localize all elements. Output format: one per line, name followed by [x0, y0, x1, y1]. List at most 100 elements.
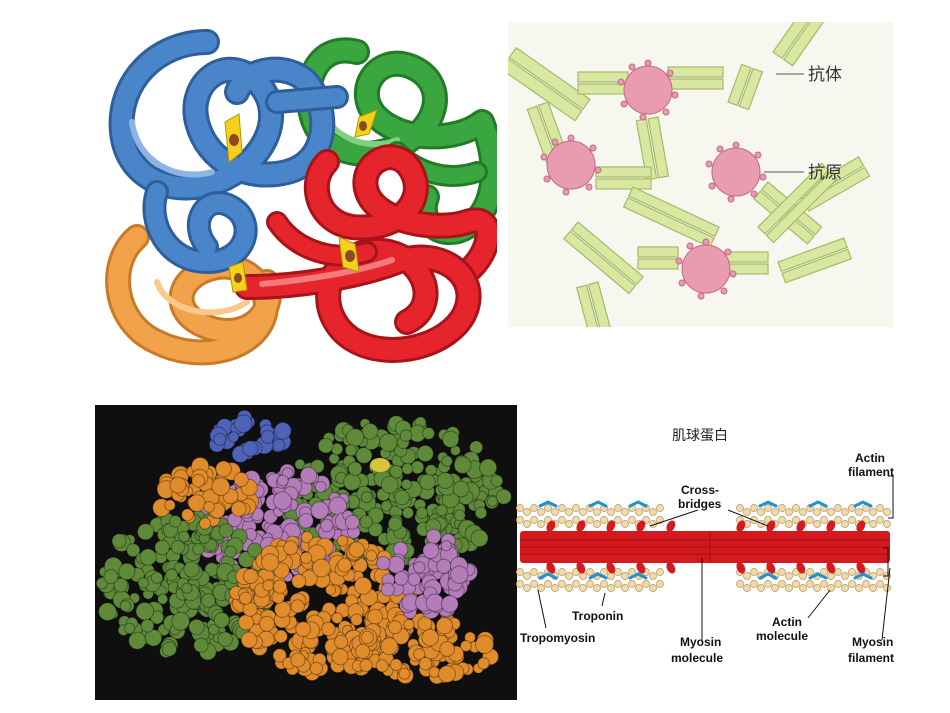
actin-bead — [586, 516, 594, 524]
myoglobin-atom — [425, 593, 444, 612]
myoglobin-atom — [300, 551, 313, 564]
myoglobin-atom — [350, 613, 363, 627]
myoglobin-atom — [165, 568, 179, 582]
myoglobin-atom — [111, 533, 127, 549]
myosin-filament-label-line1: Myosin — [852, 635, 893, 649]
myoglobin-atom — [242, 440, 259, 457]
cross-bridges-label-line2: bridges — [678, 497, 722, 511]
myoglobin-atom — [238, 614, 255, 631]
myoglobin-atom — [359, 658, 373, 672]
myoglobin-atom — [247, 542, 263, 558]
myoglobin-atom — [188, 618, 205, 636]
myoglobin-atom — [453, 456, 472, 474]
myoglobin-atom — [403, 618, 415, 631]
actin-bead — [537, 584, 545, 592]
actin-molecule-label-line2: molecule — [756, 629, 808, 643]
myoglobin-atom — [240, 631, 258, 649]
actin-bead — [544, 580, 552, 588]
myoglobin-svg — [95, 409, 512, 685]
myoglobin-atom — [399, 429, 413, 443]
myoglobin-atom — [230, 501, 247, 517]
actin-bead — [565, 520, 573, 528]
myosin-head — [766, 520, 776, 532]
myoglobin-atom — [113, 577, 129, 593]
myoglobin-atom — [380, 475, 399, 494]
myosin-diagram-svg: 肌球蛋白 Actin filament Cross- — [516, 428, 894, 665]
actin-bead — [736, 580, 744, 588]
myoglobin-space-filling-model — [95, 405, 517, 700]
myoglobin-atom — [283, 540, 299, 556]
antigen-antibody-illustration: 抗体 抗原 — [500, 0, 893, 337]
antibody-label: 抗体 — [808, 65, 842, 85]
antigen-4 — [675, 238, 737, 300]
actin-bead — [523, 572, 531, 580]
actin-bead — [649, 584, 657, 592]
myoglobin-atom — [415, 506, 429, 520]
myoglobin-atom — [234, 414, 253, 434]
heme-group-blue — [224, 113, 243, 163]
myosin-diagram-title: 肌球蛋白 — [672, 428, 728, 444]
myosin-head — [856, 562, 866, 574]
actin-bead — [628, 580, 636, 588]
actin-bead — [558, 568, 566, 576]
actin-bead — [757, 584, 765, 592]
actin-bead — [778, 516, 786, 524]
myoglobin-atom — [233, 471, 249, 488]
myoglobin-atom — [215, 460, 232, 478]
myosin-filament-label-line2: filament — [848, 651, 894, 665]
myoglobin-atom — [343, 473, 361, 491]
myoglobin-atom — [379, 433, 398, 452]
myoglobin-atom — [355, 446, 373, 464]
actin-bead — [537, 508, 545, 516]
heme-group-orange — [228, 261, 248, 293]
myosin-head — [796, 520, 806, 532]
actin-bead — [876, 568, 884, 576]
antibody-6 — [635, 116, 670, 181]
antibody-9 — [622, 186, 720, 248]
myoglobin-atom — [273, 491, 292, 511]
actin-bead — [848, 568, 856, 576]
myoglobin-atom — [150, 571, 164, 584]
myosin-head — [666, 562, 676, 574]
troponin-mark — [853, 500, 873, 508]
myoglobin-atom — [317, 437, 334, 454]
myoglobin-atom — [398, 667, 411, 680]
myoglobin-atom — [474, 506, 488, 520]
myoglobin-atom — [459, 640, 472, 652]
actin-bead — [558, 504, 566, 512]
antibody-1 — [500, 46, 591, 122]
troponin-mark — [588, 572, 608, 580]
actin-bead — [628, 516, 636, 524]
actin-filament-label-line1: Actin — [855, 451, 885, 465]
myoglobin-atom — [178, 530, 190, 543]
actin-bead — [848, 580, 856, 588]
myoglobin-atom — [98, 602, 117, 622]
myoglobin-atom — [218, 523, 234, 539]
myoglobin-atom — [119, 600, 132, 612]
myoglobin-atom — [328, 496, 348, 516]
myoglobin-atom — [344, 514, 360, 530]
troponin-mark — [758, 572, 778, 580]
myoglobin-atom — [291, 573, 307, 589]
myoglobin-atom — [436, 472, 454, 489]
myoglobin-atom — [334, 634, 349, 649]
myoglobin-atom — [337, 557, 352, 573]
myosin-head — [666, 520, 676, 532]
myoglobin-atom — [227, 431, 240, 443]
actin-bead — [593, 508, 601, 516]
myoglobin-atom — [355, 643, 371, 659]
heme-group-green — [354, 109, 378, 138]
actin-bead — [841, 520, 849, 528]
myoglobin-atom — [441, 455, 454, 467]
myoglobin-atom — [103, 569, 119, 585]
actin-bead — [579, 508, 587, 516]
myoglobin-atom — [435, 617, 453, 635]
actin-bead — [607, 584, 615, 592]
troponin-mark — [628, 572, 648, 580]
antibody-17 — [757, 162, 839, 244]
myoglobin-atom — [128, 631, 147, 650]
actin-bead — [523, 508, 531, 516]
myosin-head — [576, 562, 586, 574]
myoglobin-atom — [407, 572, 422, 587]
actin-bead — [785, 584, 793, 592]
